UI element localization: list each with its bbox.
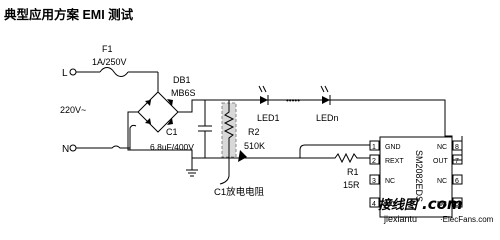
ledn-label: LEDn (316, 113, 339, 123)
r2-ref: R2 (248, 127, 260, 137)
fuse-ref: F1 (102, 44, 113, 54)
svg-text:6: 6 (455, 178, 459, 185)
input-neutral-terminal: N (62, 144, 77, 155)
driver-ic: 1 GND 2 REXT 3 NC 4 NC 8 NC 7 OUT 6 NC 5… (369, 136, 463, 218)
capacitor-symbol (198, 100, 212, 158)
svg-text:8: 8 (455, 144, 459, 151)
gnd-pin-wire (299, 144, 370, 158)
led1-label: LED1 (257, 113, 280, 123)
svg-text:NC: NC (385, 178, 395, 185)
fuse-f1: F1 1A/250V (76, 44, 158, 77)
ground-symbol (186, 169, 198, 177)
resistor-r1: R1 15R (280, 152, 370, 190)
watermark-cn: 接线图 (378, 197, 419, 213)
circuit-schematic: L N 220V~ F1 1A/250V DB1 MB6S C1 6.8uF/4… (60, 44, 494, 224)
capacitor-ref: C1 (166, 127, 178, 137)
input-voltage-label: 220V~ (60, 105, 86, 115)
led-n: LEDn (316, 85, 339, 123)
led-string: LED1 ••••• LEDn (257, 85, 339, 123)
neutral-to-bridge-wire (129, 124, 137, 150)
r2-value: 510K (244, 141, 265, 151)
svg-text:1: 1 (372, 144, 376, 151)
svg-text:5: 5 (455, 201, 459, 208)
ic-body (379, 136, 453, 218)
svg-text:OUT: OUT (433, 158, 449, 165)
svg-text:NC: NC (385, 201, 395, 208)
svg-text:GND: GND (385, 144, 401, 151)
diode-3 (145, 118, 151, 124)
led-to-out-wire (372, 99, 453, 150)
bleeder-resistor-r2: R2 510K C1放电电阻 (214, 100, 265, 198)
svg-text:NC: NC (437, 178, 447, 185)
watermark-com: .com (422, 195, 463, 213)
line-terminal-circle (69, 68, 77, 76)
led-ellipsis: ••••• (286, 96, 300, 105)
neutral-label: N (62, 144, 69, 155)
negative-bus-wire (127, 111, 280, 159)
fuse-value: 1A/250V (92, 57, 127, 67)
input-line-terminal: L (62, 68, 77, 79)
line-label: L (62, 68, 68, 79)
r2-symbol (223, 100, 235, 158)
svg-text:NC: NC (437, 201, 447, 208)
bleeder-leader-line (219, 158, 230, 185)
svg-text:REXT: REXT (385, 158, 404, 165)
page-title: 典型应用方案 EMI 测试 (4, 8, 134, 22)
positive-bus-wire (178, 99, 372, 113)
neutral-terminal-circle (69, 144, 77, 152)
svg-text:7: 7 (455, 158, 459, 165)
svg-text:4: 4 (372, 201, 376, 208)
r1-value: 15R (343, 180, 360, 190)
watermark: 接线图 .com jiexiantu ·ElecFans.com (378, 195, 494, 224)
led-1: LED1 (257, 85, 280, 123)
bridge-ref: DB1 (173, 75, 191, 85)
capacitor-value: 6.8uF/400V (150, 142, 194, 152)
svg-text:NC: NC (437, 144, 447, 151)
bridge-diamond (137, 91, 179, 133)
svg-text:3: 3 (372, 178, 376, 185)
svg-text:2: 2 (372, 158, 376, 165)
fuse-symbol (76, 67, 158, 77)
bridge-rectifier-db1: DB1 MB6S (137, 75, 196, 133)
bleeder-note: C1放电电阻 (214, 186, 265, 198)
neutral-wire (76, 145, 160, 151)
watermark-url2: ·ElecFans.com (440, 215, 494, 224)
r1-ref: R1 (347, 167, 359, 177)
watermark-url: jiexiantu (383, 214, 417, 224)
diode-4 (167, 118, 173, 125)
bridge-value: MB6S (171, 88, 196, 98)
r1-symbol (280, 152, 370, 164)
ic-part-number: SM2082EDS (414, 150, 424, 202)
diode-2 (167, 99, 173, 106)
diode-1 (145, 100, 151, 106)
capacitor-c1: C1 6.8uF/400V (150, 100, 212, 158)
arrow-marker (238, 150, 247, 162)
